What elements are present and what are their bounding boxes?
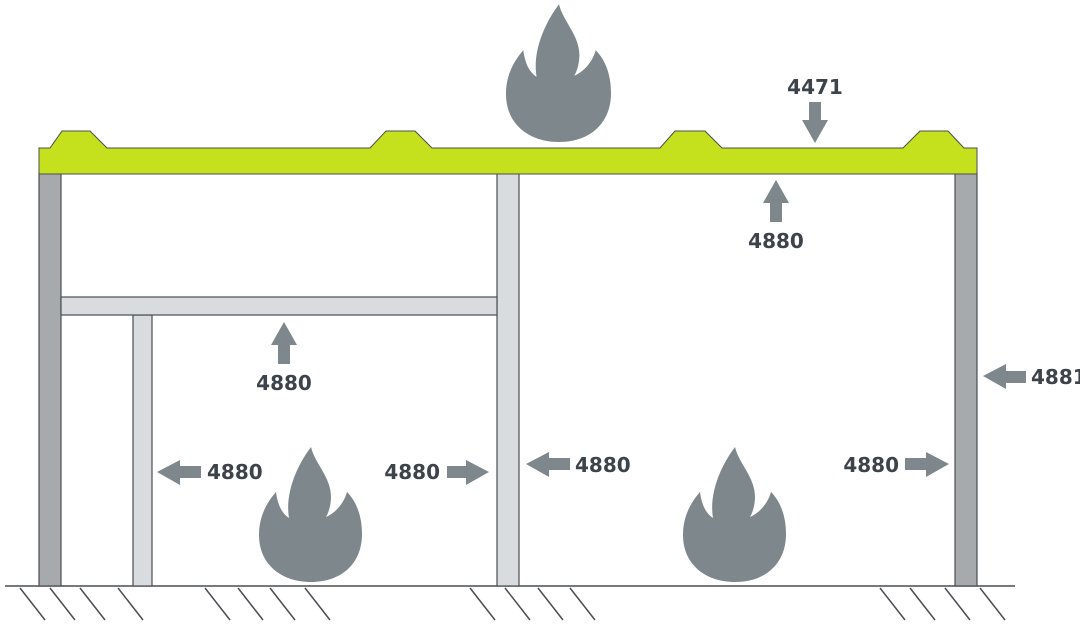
inner-left-post [132, 314, 153, 587]
structure [38, 172, 978, 587]
arrow-icon [905, 452, 949, 477]
flame-icon [683, 447, 786, 582]
label-roof-under: 4880 [748, 229, 804, 253]
arrow-icon [763, 180, 789, 222]
arrow-icon [526, 452, 570, 477]
flame-icon [505, 4, 612, 142]
left-outer-wall [38, 172, 62, 587]
label-center-post-left: 4880 [384, 460, 440, 484]
label-right-outer: 4881 [1031, 365, 1080, 389]
arrow-icon [447, 460, 489, 485]
center-post [496, 172, 520, 587]
roof-panel [38, 130, 978, 175]
arrow-icon [271, 322, 297, 364]
label-right-post-inner: 4880 [843, 453, 899, 477]
arrow-icon [157, 460, 201, 485]
label-roof-top: 4471 [787, 75, 843, 99]
label-center-post-right: 4880 [575, 453, 631, 477]
ground [5, 585, 1015, 621]
ceiling-beam [60, 296, 498, 316]
arrow-icon [983, 364, 1026, 389]
right-outer-wall [954, 172, 978, 587]
arrow-icon [802, 102, 828, 143]
flame-icon [259, 447, 362, 582]
label-beam-under: 4880 [256, 371, 312, 395]
label-inner-left-post: 4880 [207, 460, 263, 484]
